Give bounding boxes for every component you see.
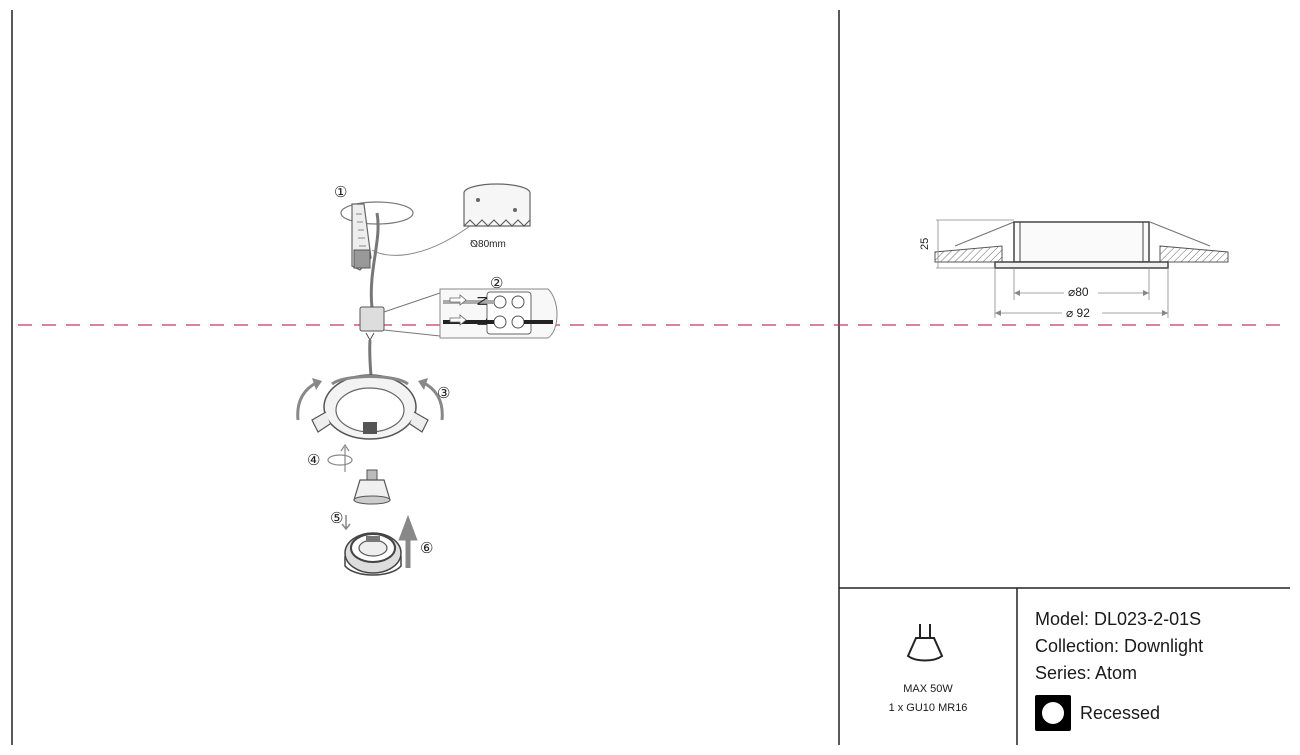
height-dimension: 25 xyxy=(919,238,931,250)
step-5-6-trim: ⑤ ⑥ xyxy=(330,510,433,576)
step-4-bulb: ④ xyxy=(307,443,391,505)
max-power-label: MAX 50W xyxy=(903,683,953,695)
hole-saw-icon xyxy=(463,183,531,227)
cutout-size-label: ⦰80mm xyxy=(470,239,506,250)
mounting-type-label: Recessed xyxy=(1080,703,1161,723)
step-4-number: ④ xyxy=(307,452,320,469)
step-1-number: ① xyxy=(334,184,347,201)
zoom-line-bottom xyxy=(383,329,441,337)
bulb-icon xyxy=(906,624,944,662)
terminal-block xyxy=(486,291,532,335)
clip-left xyxy=(954,221,1015,247)
down-arrow-icon xyxy=(341,515,351,531)
frame xyxy=(11,10,1290,745)
twist-arrow-icon xyxy=(327,454,353,466)
ceiling-left xyxy=(934,245,1003,263)
recessed-icon xyxy=(1035,695,1071,731)
socket-type-label: 1 x GU10 MR16 xyxy=(888,702,968,714)
spring-clip-right xyxy=(409,411,429,433)
step-2-number: ② xyxy=(490,275,503,292)
spring-clip-left xyxy=(311,411,331,433)
lamp-socket xyxy=(363,422,377,434)
connector-block-icon xyxy=(359,306,385,342)
ceiling-right xyxy=(1159,245,1229,263)
fixture-flange xyxy=(994,261,1169,269)
series-label: Series: Atom xyxy=(1035,663,1138,683)
rotate-arrow-left-icon xyxy=(296,380,319,421)
gu10-bulb-icon xyxy=(353,469,391,505)
fixture-body xyxy=(1013,221,1150,263)
zoom-line-top xyxy=(383,292,441,313)
outer-diameter-dimension: ⌀ 92 xyxy=(1066,306,1090,320)
saw-icon xyxy=(351,203,372,271)
collection-label: Collection: Downlight xyxy=(1035,636,1204,656)
clip-right xyxy=(1149,221,1211,247)
step-1-cutout: ① ⦰80mm xyxy=(334,183,531,271)
step-3-fixture: ③ xyxy=(296,374,450,440)
section-drawing: 25 ⌀80 ⌀ 92 xyxy=(919,219,1229,320)
up-arrow-icon xyxy=(398,514,418,568)
neutral-label: N xyxy=(474,296,490,306)
model-label: Model: DL023-2-01S xyxy=(1035,609,1202,629)
cutout-leader xyxy=(371,225,471,256)
power-cable xyxy=(369,212,380,309)
live-label: L xyxy=(474,318,490,326)
step-5-number: ⑤ xyxy=(330,510,343,527)
inner-diameter-dimension: ⌀80 xyxy=(1068,285,1089,299)
step-6-number: ⑥ xyxy=(420,540,433,557)
step-2-wiring: ② N L xyxy=(359,275,558,342)
